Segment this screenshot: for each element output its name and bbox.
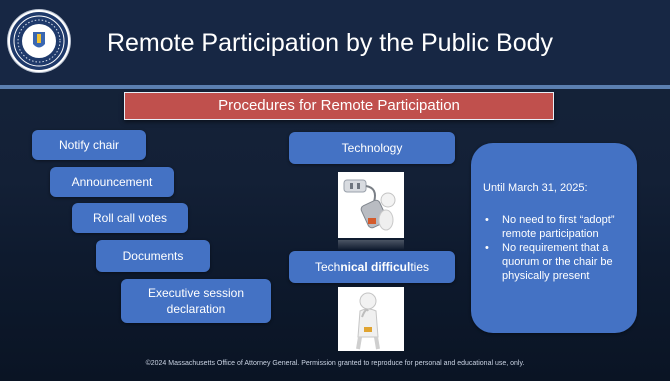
announcement-box: Announcement [50, 167, 174, 197]
bullet-text: No need to first “adopt” remote particip… [502, 214, 615, 240]
copyright-footer: ©2024 Massachusetts Office of Attorney G… [145, 360, 525, 367]
person-thinking-image [338, 287, 404, 351]
slide-title: Remote Participation by the Public Body [106, 29, 554, 57]
seal-icon [8, 10, 70, 72]
bullet-icon: • [485, 214, 489, 226]
procedures-banner: Procedures for Remote Participation [124, 92, 554, 120]
panel-heading: Until March 31, 2025: [483, 182, 588, 194]
list-item: • No need to first “adopt” remote partici… [483, 213, 625, 241]
panel-bullet-list: • No need to first “adopt” remote partici… [483, 213, 625, 283]
technology-box: Technology [289, 132, 455, 164]
bullet-icon: • [485, 242, 489, 254]
executive-session-box: Executive session declaration [121, 279, 271, 323]
difficulties-label-part2: nical difficul [340, 260, 411, 274]
difficulties-label-part3: ties [410, 260, 430, 274]
info-panel: Until March 31, 2025: • No need to first … [471, 143, 637, 333]
notify-chair-box: Notify chair [32, 130, 146, 160]
title-bar [0, 0, 670, 85]
image-reflection [338, 240, 404, 250]
bullet-text: No requirement that a quorum or the chai… [502, 242, 613, 282]
roll-call-votes-box: Roll call votes [72, 203, 188, 233]
person-with-plug-image [338, 172, 404, 238]
title-divider [0, 85, 670, 89]
documents-box: Documents [96, 240, 210, 272]
difficulties-label-part1: Tech [314, 260, 341, 274]
list-item: • No requirement that a quorum or the cha… [483, 241, 625, 283]
